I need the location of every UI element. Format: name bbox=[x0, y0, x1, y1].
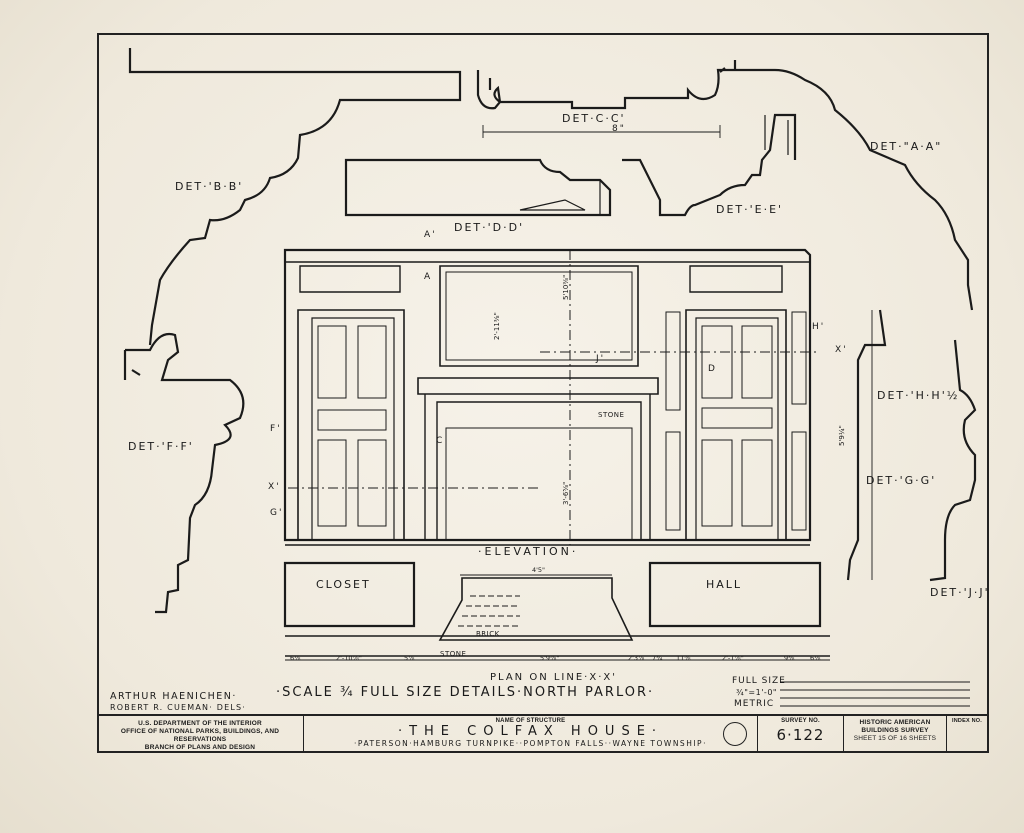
det-jj-profile bbox=[930, 340, 975, 580]
section-mark-a: A' bbox=[424, 230, 437, 240]
det-aa-label: DET·"A·A" bbox=[870, 140, 943, 153]
det-ff-profile bbox=[125, 334, 243, 612]
section-mark-c: C bbox=[436, 436, 445, 446]
survey-no-cell: SURVEY NO. 6·122 bbox=[758, 716, 844, 753]
agency-cell: U.S. DEPARTMENT OF THE INTERIOR OFFICE O… bbox=[97, 716, 304, 753]
name-of-structure-label: NAME OF STRUCTURE bbox=[495, 718, 566, 724]
section-mark-f: F' bbox=[270, 424, 282, 434]
det-cc-profile bbox=[478, 70, 740, 108]
delineator-2: ROBERT R. CUEMAN· DELS· bbox=[110, 703, 246, 712]
plan-dim: 6⅛ bbox=[810, 654, 821, 662]
det-dd-profile bbox=[346, 160, 610, 215]
section-mark-a2: A bbox=[424, 272, 433, 282]
section-mark-h: H' bbox=[812, 322, 826, 332]
det-hh-profile bbox=[848, 310, 885, 580]
opening-height-dim: 3'-6⅝" bbox=[562, 481, 570, 505]
structure-cell: NAME OF STRUCTURE ·THE COLFAX HOUSE· ·PA… bbox=[304, 716, 758, 753]
brick-label: BRICK bbox=[476, 630, 500, 638]
plan-dim: 5'9⅝" bbox=[540, 654, 560, 662]
det-ee-label: DET·'E·E' bbox=[716, 203, 784, 216]
plan-dim: 4'5" bbox=[532, 566, 546, 574]
title-block: U.S. DEPARTMENT OF THE INTERIOR OFFICE O… bbox=[97, 714, 989, 753]
index-no-label: INDEX NO. bbox=[952, 718, 982, 724]
habs-cell: HISTORIC AMERICAN BUILDINGS SURVEY SHEET… bbox=[844, 716, 947, 753]
det-bb-label: DET·'B·B' bbox=[175, 180, 244, 193]
elevation-label: ·ELEVATION· bbox=[478, 545, 579, 558]
section-mark-d: D bbox=[708, 364, 717, 374]
det-jj-label: DET·'J·J' bbox=[930, 586, 990, 599]
agency-line-2: OFFICE OF NATIONAL PARKS, BUILDINGS, AND… bbox=[120, 728, 280, 743]
survey-seal-icon bbox=[723, 722, 747, 746]
habs-line-2: BUILDINGS SURVEY bbox=[861, 727, 929, 734]
section-mark-j: J' bbox=[596, 354, 606, 364]
det-hh-label: DET·'H·H'½ bbox=[877, 389, 960, 402]
right-height-dim: 5'9¼" bbox=[838, 425, 846, 446]
survey-no-label: SURVEY NO. bbox=[781, 718, 820, 724]
drawing-border bbox=[97, 33, 989, 753]
plan-dim: 6⅛ bbox=[290, 654, 301, 662]
plan-dim: 2'-1⅞" bbox=[722, 654, 744, 662]
elevation-outline bbox=[285, 250, 810, 540]
overall-height-dim: 5'10⅜" bbox=[562, 274, 570, 300]
agency-line-1: U.S. DEPARTMENT OF THE INTERIOR bbox=[138, 720, 262, 727]
det-ee-profile bbox=[622, 115, 795, 215]
plan-dim: 7¾ bbox=[652, 654, 663, 662]
hall-label: HALL bbox=[706, 578, 743, 591]
scale-full-size: FULL SIZE bbox=[732, 676, 786, 686]
plan-dim: 2'3⅞ bbox=[628, 654, 645, 662]
section-mark-x-left: X' bbox=[268, 482, 281, 492]
plan-dim: 2'-10⅞" bbox=[336, 654, 362, 662]
plan-dim: 5⅞ bbox=[404, 654, 415, 662]
delineator-1: ARTHUR HAENICHEN· bbox=[110, 691, 237, 702]
index-no-cell: INDEX NO. bbox=[947, 716, 987, 753]
det-bb-profile bbox=[130, 48, 460, 345]
section-mark-x-right: X' bbox=[835, 345, 848, 355]
plan-dim: 11⅝ bbox=[676, 654, 691, 662]
plan-label: PLAN ON LINE·X·X' bbox=[490, 672, 617, 683]
plan-dim: 9⅜ bbox=[784, 654, 795, 662]
scale-metric: METRIC bbox=[734, 699, 775, 709]
det-cc-label: DET·C·C' bbox=[562, 112, 626, 125]
scale-three-quarter: ¾"=1'-0" bbox=[736, 688, 778, 697]
det-dd-label: DET·'D·D' bbox=[454, 221, 525, 234]
scale-title: ·SCALE ¾ FULL SIZE DETAILS·NORTH PARLOR· bbox=[276, 685, 655, 700]
sheet-info: SHEET 15 OF 16 SHEETS bbox=[853, 735, 937, 742]
section-mark-g: G' bbox=[270, 508, 284, 518]
habs-line-1: HISTORIC AMERICAN bbox=[859, 719, 931, 726]
structure-name: ·THE COLFAX HOUSE· bbox=[397, 724, 664, 739]
plan-outline bbox=[285, 563, 820, 626]
survey-no: 6·122 bbox=[776, 726, 825, 744]
det-aa-profile bbox=[740, 70, 972, 310]
det-gg-label: DET·'G·G' bbox=[866, 474, 937, 487]
stone-label: STONE bbox=[598, 411, 625, 419]
overmantel-dim: 2'-11⅜" bbox=[493, 312, 501, 340]
structure-location: ·PATERSON·HAMBURG TURNPIKE··POMPTON FALL… bbox=[354, 739, 707, 748]
det-cc-dimension: 8" bbox=[612, 124, 626, 134]
plan-stone-label: STONE bbox=[440, 650, 467, 658]
closet-label: CLOSET bbox=[316, 578, 371, 591]
agency-line-3: BRANCH OF PLANS AND DESIGN bbox=[144, 744, 256, 751]
det-ff-label: DET·'F·F' bbox=[128, 440, 194, 453]
